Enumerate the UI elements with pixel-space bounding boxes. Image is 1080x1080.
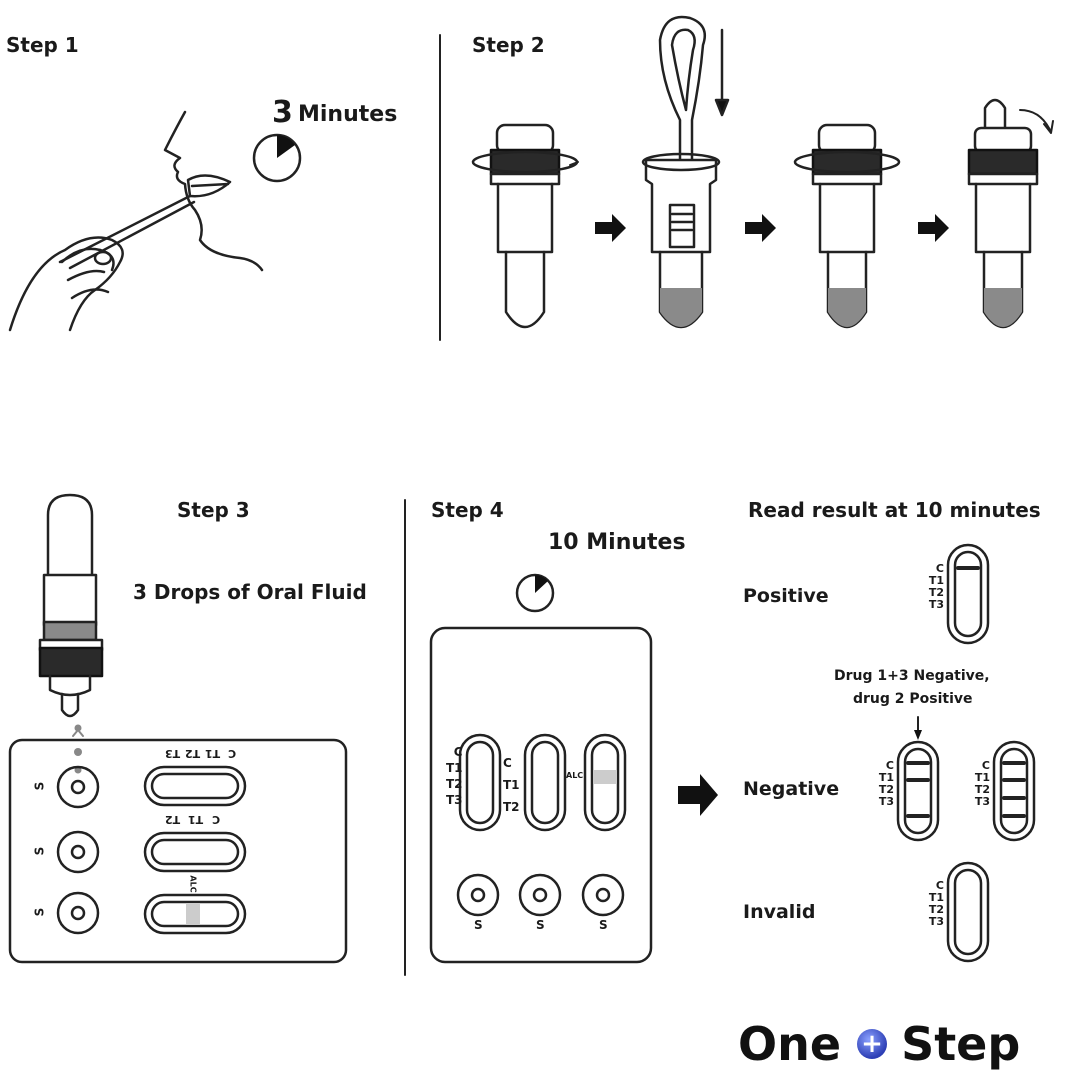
strip-line-label: T3	[165, 747, 181, 760]
tube-capped-1	[471, 123, 579, 329]
arrow-right-icon	[595, 214, 626, 242]
test-cassette-step3	[8, 738, 348, 964]
sample-well	[56, 765, 100, 809]
clock-icon	[515, 573, 555, 613]
tube-with-swab	[641, 15, 730, 329]
step4-title: Step 4	[431, 498, 504, 522]
sample-label: S	[32, 781, 47, 791]
sample-label: S	[474, 918, 483, 932]
test-strip-window	[143, 765, 247, 807]
brand-word1: One	[738, 1017, 842, 1071]
result-strip-negative-a	[896, 740, 940, 842]
alc-label: ALC	[566, 771, 584, 780]
dropper-tube	[38, 493, 104, 737]
step1-timer-number: 3	[272, 95, 293, 130]
result-strip-positive	[946, 543, 990, 645]
strip-line-label: T1	[205, 747, 221, 760]
test-strip-window	[458, 733, 502, 832]
brand-word2: Step	[901, 1017, 1021, 1071]
test-strip-window	[583, 733, 627, 832]
result-strip-negative-b	[992, 740, 1036, 842]
test-cassette-step4	[429, 626, 653, 964]
clock-icon	[252, 133, 302, 183]
brand-logo: One + Step	[738, 1017, 1021, 1071]
result-note-line2: drug 2 Positive	[853, 691, 973, 707]
step3-title: Step 3	[177, 498, 250, 522]
arrow-right-icon	[745, 214, 776, 242]
step1-title: Step 1	[6, 33, 79, 57]
sample-well	[56, 891, 100, 935]
arrow-right-icon	[918, 214, 949, 242]
results-title: Read result at 10 minutes	[748, 498, 1041, 522]
sample-well	[456, 873, 500, 917]
step1-timer-unit: Minutes	[298, 102, 398, 127]
tube-opened-tip	[967, 98, 1054, 329]
tube-capped-2	[793, 123, 901, 329]
sample-label: S	[32, 846, 47, 856]
strip-line-label: T2	[165, 813, 181, 826]
step4-timer: 10 Minutes	[548, 530, 686, 555]
result-strip-invalid	[946, 861, 990, 963]
test-strip-window	[523, 733, 567, 832]
sample-well	[518, 873, 562, 917]
sample-label: S	[32, 907, 47, 917]
face-swab-illustration	[8, 110, 264, 332]
result-negative-label: Negative	[743, 778, 840, 800]
strip-line-label: T2	[185, 747, 201, 760]
result-note-line1: Drug 1+3 Negative,	[834, 668, 990, 684]
sample-well	[581, 873, 625, 917]
result-positive-label: Positive	[743, 585, 829, 607]
strip-line-label: T1	[188, 813, 204, 826]
sample-label: S	[599, 918, 608, 932]
alc-label: ALC	[188, 875, 198, 893]
strip-line-label: C	[228, 747, 237, 760]
result-invalid-label: Invalid	[743, 901, 816, 923]
arrow-right-icon	[678, 774, 718, 816]
sample-label: S	[536, 918, 545, 932]
strip-line-label: C	[212, 813, 221, 826]
sample-well	[56, 830, 100, 874]
test-strip-window	[143, 831, 247, 873]
step2-title: Step 2	[472, 33, 545, 57]
plus-icon: +	[857, 1029, 888, 1059]
step3-instruction: 3 Drops of Oral Fluid	[133, 580, 367, 604]
test-strip-window	[143, 893, 247, 935]
